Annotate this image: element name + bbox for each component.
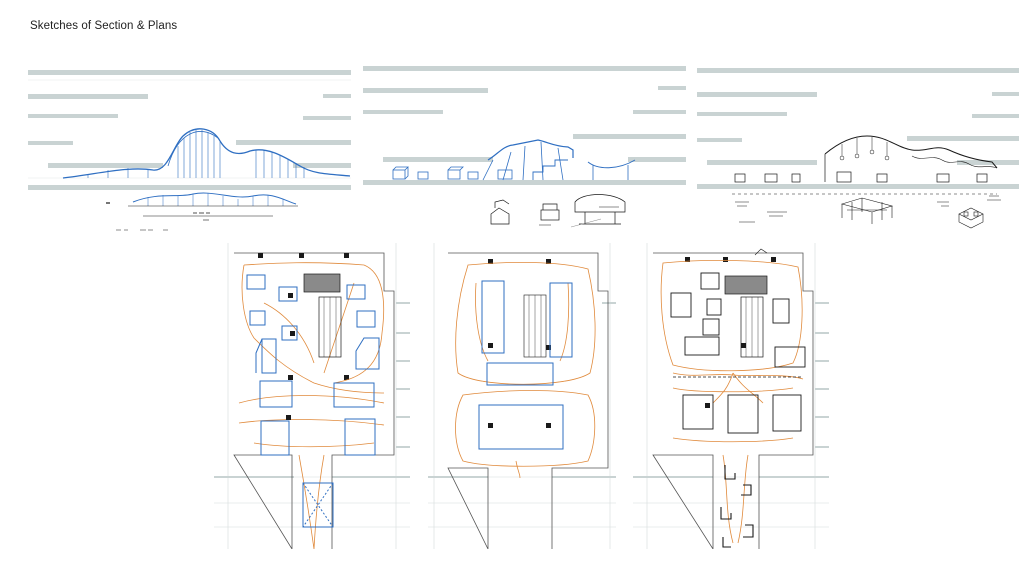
floor-plan-sketch-3 xyxy=(633,243,829,549)
page-title: Sketches of Section & Plans xyxy=(30,20,178,32)
section-sketch-3 xyxy=(697,64,1022,239)
section-sketch-2 xyxy=(363,62,688,242)
floor-plan-sketch-1 xyxy=(214,243,410,549)
floor-plan-sketch-2 xyxy=(428,243,616,549)
section-sketch-1 xyxy=(28,66,353,241)
